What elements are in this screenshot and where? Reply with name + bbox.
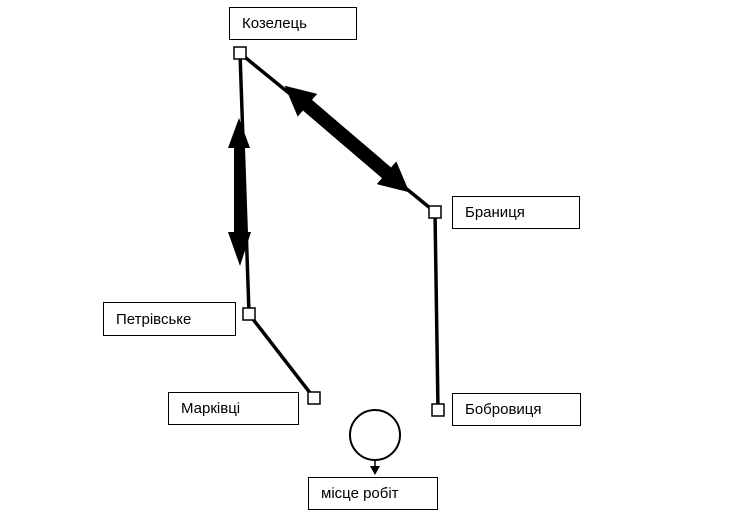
node-label-kozelets-text: Козелець	[242, 15, 307, 32]
node-label-bobrovytsia: Бобровиця	[452, 393, 581, 426]
work-site-label: місце робіт	[308, 477, 438, 510]
node-marker-petrivske	[242, 307, 256, 321]
work-site-arrow-icon	[370, 466, 380, 475]
node-label-markivtsi: Марківці	[168, 392, 299, 425]
node-label-branytsia: Браниця	[452, 196, 580, 229]
node-marker-kozelets	[233, 46, 247, 60]
node-label-kozelets: Козелець	[229, 7, 357, 40]
node-label-bobrovytsia-text: Бобровиця	[465, 401, 542, 418]
node-marker-branytsia	[428, 205, 442, 219]
double-arrow-vertical-icon	[228, 118, 251, 266]
node-marker-markivtsi	[307, 391, 321, 405]
route-branytsia-bobrovytsia	[433, 211, 440, 411]
work-site-label-text: місце робіт	[321, 485, 399, 502]
double-arrow-diagonal-icon	[284, 85, 410, 193]
node-label-petrivske-text: Петрівське	[116, 310, 192, 328]
node-marker-bobrovytsia	[431, 403, 445, 417]
route-petrivske-markivtsi	[247, 312, 316, 400]
work-site-circle-icon	[349, 409, 401, 461]
node-label-markivtsi-text: Марківці	[181, 400, 241, 417]
node-label-branytsia-text: Браниця	[465, 204, 525, 221]
node-label-petrivske: Петрівське	[103, 302, 236, 336]
